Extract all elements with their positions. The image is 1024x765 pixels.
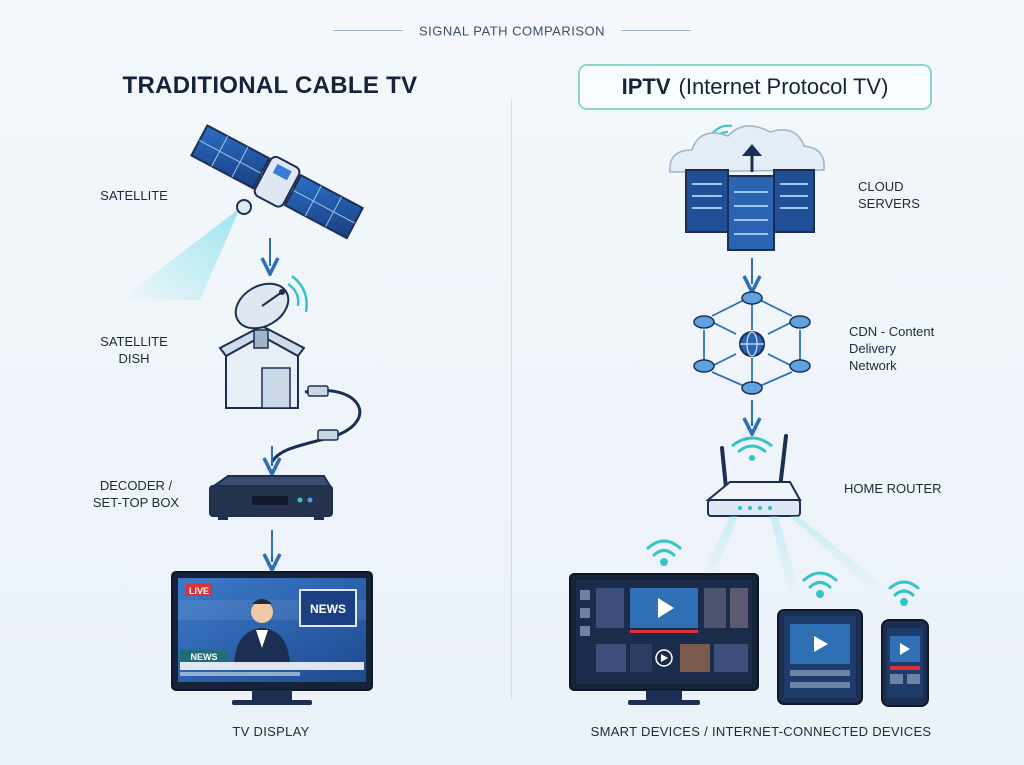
label-decoder-line1: DECODER / bbox=[99, 478, 173, 493]
tv-display-icon bbox=[171, 571, 373, 705]
label-decoder-line2: SET-TOP BOX bbox=[92, 495, 180, 510]
label-satellite-dish-line2: DISH bbox=[118, 351, 150, 366]
home-router-icon bbox=[705, 434, 802, 517]
label-decoder: DECODER / SET-TOP BOX bbox=[76, 477, 196, 511]
satellite-dish-icon bbox=[218, 275, 308, 409]
label-satellite-dish-line1: SATELLITE bbox=[100, 334, 168, 349]
live-badge-text: LIVE bbox=[189, 586, 209, 596]
iptv-title-rest: (Internet Protocol TV) bbox=[678, 74, 889, 99]
label-cloud-line1: CLOUD bbox=[858, 179, 904, 194]
cdn-network-icon bbox=[693, 291, 811, 395]
phone-icon bbox=[881, 619, 929, 707]
label-cdn-line3: Network bbox=[849, 358, 897, 373]
heading-rule-right bbox=[621, 30, 692, 32]
label-satellite: SATELLITE bbox=[100, 188, 168, 203]
label-cdn: CDN - Content Delivery Network bbox=[849, 323, 969, 374]
heading-text: SIGNAL PATH COMPARISON bbox=[418, 23, 606, 39]
wifi-icon-tablet bbox=[802, 571, 838, 598]
news-bar-text: NEWS bbox=[191, 652, 218, 662]
label-satellite-dish: SATELLITE DISH bbox=[84, 333, 184, 367]
label-home-router: HOME ROUTER bbox=[844, 481, 942, 496]
iptv-title-box: IPTV (Internet Protocol TV) bbox=[578, 64, 932, 110]
tablet-icon bbox=[777, 609, 863, 705]
label-cdn-line1: CDN - Content bbox=[849, 324, 935, 339]
wireless-beams bbox=[700, 516, 896, 598]
wifi-icon-phone bbox=[888, 580, 920, 606]
news-box-text: NEWS bbox=[310, 602, 346, 616]
center-divider bbox=[511, 100, 512, 700]
decoder-box-icon bbox=[209, 475, 333, 520]
wifi-icon-tv bbox=[646, 539, 682, 566]
comparison-heading: SIGNAL PATH COMPARISON bbox=[0, 22, 1024, 40]
iptv-title-bold: IPTV bbox=[621, 74, 671, 99]
label-cloud-servers: CLOUD SERVERS bbox=[858, 178, 958, 212]
smart-tv-icon bbox=[569, 573, 759, 705]
heading-rule-left bbox=[332, 30, 403, 32]
cloud-servers-icon bbox=[669, 124, 825, 251]
label-cdn-line2: Delivery bbox=[849, 341, 896, 356]
label-tv-display: TV DISPLAY bbox=[232, 724, 310, 739]
label-cloud-line2: SERVERS bbox=[858, 196, 920, 211]
cable-tv-title: TRADITIONAL CABLE TV bbox=[122, 72, 418, 99]
cable-icon bbox=[270, 385, 362, 463]
satellite-icon bbox=[120, 124, 365, 300]
label-smart-devices: SMART DEVICES / INTERNET-CONNECTED DEVIC… bbox=[590, 724, 932, 739]
